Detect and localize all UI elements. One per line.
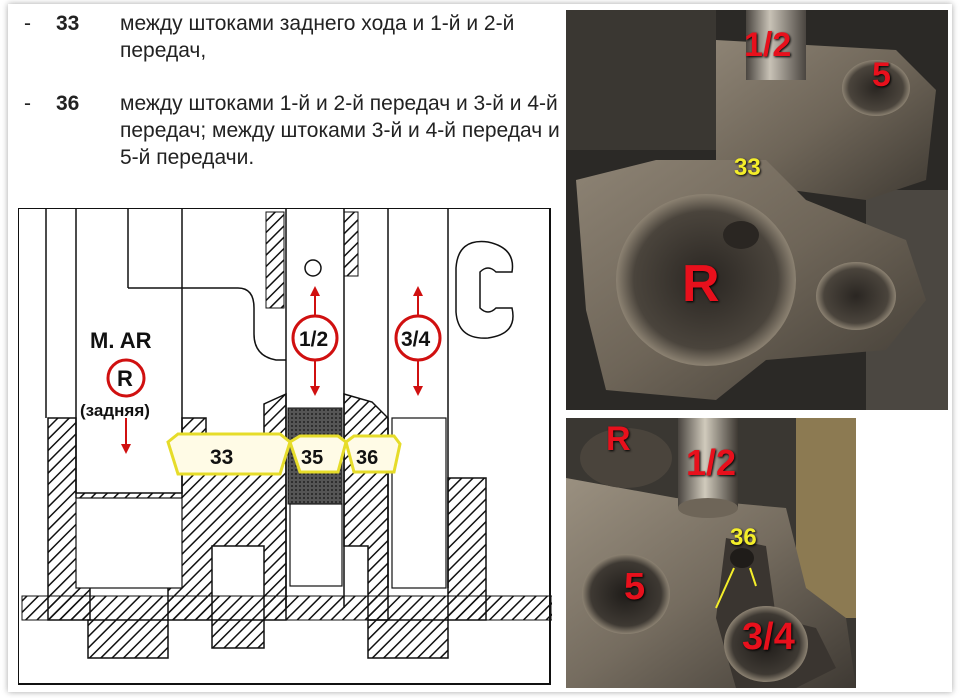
gearbox-diagram: 33 35 36 M. AR R (задняя) 1/2 3/4 [17,207,553,686]
photo-top-label-5: 5 [872,56,891,94]
shift-34-label: 3/4 [401,328,431,351]
photo-top-label-33: 33 [734,154,761,181]
arrow-up-icon [310,286,320,296]
photo-top-label-r: R [682,255,720,313]
arrow-up-icon [413,286,423,296]
photo-bottom: R 1/2 36 5 3/4 [566,418,856,688]
list-item: - 36 между штоками 1-й и 2-й передач и 3… [24,90,560,180]
spacer-description: между штоками 1-й и 2-й передач и 3-й и … [120,92,560,169]
photo-top: 1/2 5 33 R [566,10,948,410]
arrow-down-icon [310,386,320,396]
spacer-35-label: 35 [301,447,323,469]
arrow-down-icon [121,444,131,454]
spacer-number: 36 [56,92,80,115]
shift-12-label: 1/2 [299,328,328,351]
list-bullet: - [24,92,31,115]
spacer-33-label: 33 [210,446,233,469]
photo-top-label-12: 1/2 [744,26,792,64]
reverse-subtitle: (задняя) [80,401,150,420]
diagram-svg: 33 35 36 M. AR R (задняя) 1/2 3/4 [17,207,553,685]
spacer-36-box [344,434,402,474]
reverse-circle [106,358,146,398]
photo-bottom-image [566,418,856,688]
spacer-number: 33 [56,12,80,35]
spacer-36-label: 36 [356,447,378,469]
list-bullet: - [24,12,31,35]
photo-bottom-label-12: 1/2 [686,442,737,483]
spacer-list: - 33 между штоками заднего хода и 1-й и … [24,10,560,180]
photo-bottom-label-34: 3/4 [742,616,795,658]
list-item: - 33 между штоками заднего хода и 1-й и … [24,10,554,90]
reverse-label: M. AR [90,328,152,353]
photo-bottom-label-36: 36 [730,524,757,551]
photo-bottom-label-5: 5 [624,566,646,608]
photo-bottom-label-r: R [606,420,631,458]
spacer-description: между штоками заднего хода и 1-й и 2-й п… [120,12,515,62]
reverse-circle-label: R [117,366,133,391]
photo-top-image [566,10,948,410]
arrow-down-icon [413,386,423,396]
